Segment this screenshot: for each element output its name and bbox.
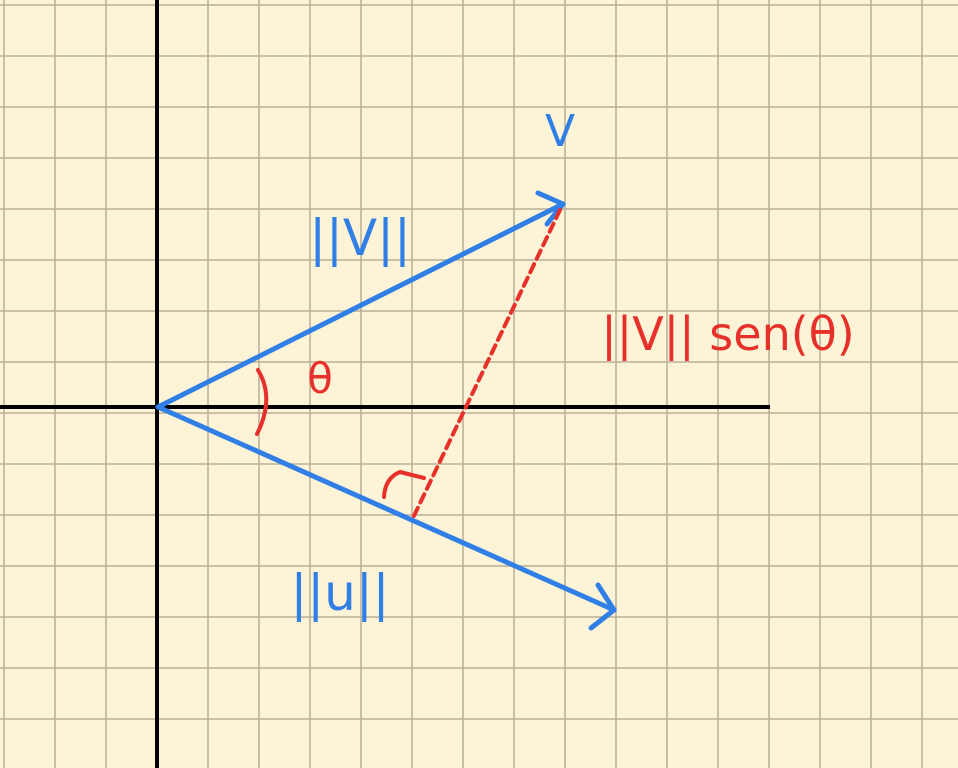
label-norm-u: ||u|| — [290, 564, 389, 622]
vector-u-arrowhead — [588, 582, 617, 631]
vector-u-shaft — [155, 404, 617, 613]
angle-arc — [255, 368, 269, 436]
vector-u — [155, 404, 617, 631]
vector-v — [155, 190, 566, 410]
label-theta: θ — [307, 354, 333, 403]
label-vector-v: V — [545, 106, 575, 157]
label-norm-v: ||V|| — [309, 209, 411, 267]
projection-height-line — [410, 208, 562, 522]
vector-v-arrowhead — [535, 190, 566, 227]
right-angle-mark — [382, 470, 426, 499]
vector-v-shaft — [155, 201, 566, 410]
label-projection: ||V|| sen(θ) — [601, 307, 855, 362]
